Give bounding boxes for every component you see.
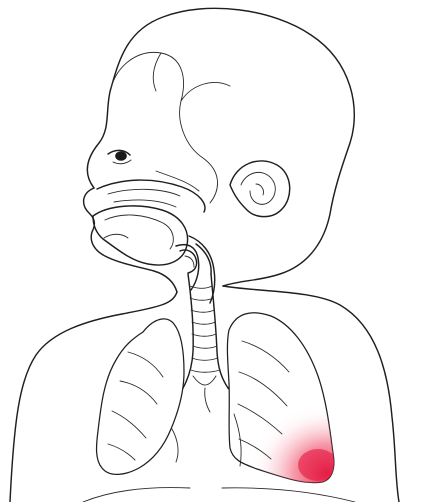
ear: [230, 161, 290, 217]
eye: [108, 150, 131, 163]
lower-lobe-highlight: [249, 404, 357, 500]
left-lung: [97, 319, 184, 475]
oral-cavity: [93, 206, 215, 303]
head-outline: [10, 8, 399, 502]
nasal-cavity: [97, 171, 205, 212]
